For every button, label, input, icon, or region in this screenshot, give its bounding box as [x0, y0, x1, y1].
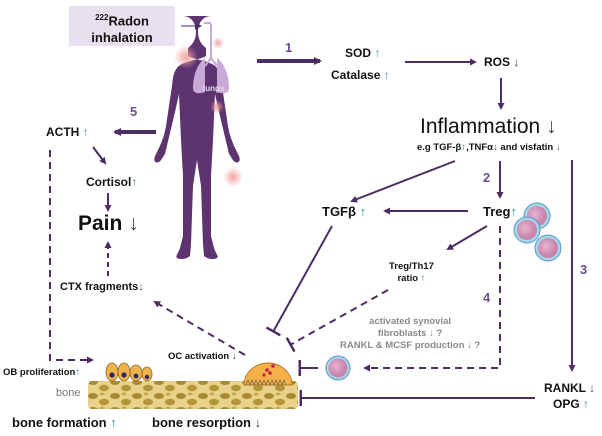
- arrow-oc-ctx: [153, 300, 246, 356]
- node-acth: ACTH ↑: [46, 125, 89, 139]
- node-sod: SOD ↑: [345, 46, 381, 60]
- osteoblast-cells: [105, 362, 153, 382]
- arrow-treg-th17: [446, 225, 488, 251]
- node-opg: OPG ↑: [553, 397, 590, 411]
- node-cortisol: Cortisol↑: [86, 175, 138, 189]
- inhibit-th17-oc: [285, 289, 389, 353]
- arrow-step-4: [363, 226, 501, 372]
- bone-tissue: [88, 381, 298, 409]
- osteoclast-cell: [243, 362, 293, 386]
- human-body-figure: [154, 16, 243, 260]
- radon-inhalation-label: inhalation: [91, 30, 153, 46]
- node-ob-proliferation: OB proliferation↑: [3, 367, 81, 378]
- inflammation-examples: e.g TGF-β↑,TNFα↓ and visfatin ↓: [417, 142, 561, 153]
- radon-label: Radon: [108, 13, 149, 29]
- node-oc-activation: OC activation ↓: [168, 351, 237, 362]
- label-bone-formation: bone formation ↑: [12, 415, 117, 430]
- step-3-label: 3: [580, 262, 588, 277]
- treg-cells: [513, 202, 562, 262]
- arrow-acth-ob: [49, 150, 94, 364]
- immune-cell: [325, 355, 351, 381]
- arrow-acth-cortisol: [92, 146, 107, 165]
- node-pain: Pain ↓: [78, 212, 139, 235]
- radon-isotope: 222: [95, 13, 109, 22]
- step-5-label: 5: [130, 104, 138, 119]
- radon-inhalation-box: 222Radon inhalation: [69, 6, 175, 46]
- node-catalase: Catalase ↑: [331, 68, 390, 82]
- step-4-label: 4: [483, 290, 491, 305]
- node-ros: ROS ↓: [484, 55, 520, 69]
- arrow-inflammation-tgfb: [350, 160, 456, 203]
- lungs-label: lungs: [203, 84, 225, 93]
- node-tgfb: TGFβ ↑: [322, 204, 367, 219]
- node-inflammation: Inflammation ↓: [420, 115, 557, 138]
- label-bone-resorption: bone resorption ↓: [152, 415, 262, 430]
- step-1-label: 1: [285, 40, 293, 55]
- step-2-label: 2: [483, 170, 491, 185]
- node-rankl: RANKL ↓: [544, 381, 596, 395]
- node-ctx-fragments: CTX fragments↓: [60, 281, 144, 293]
- node-treg: Treg↑: [483, 204, 517, 219]
- inhibit-tgfb-oc: [265, 225, 333, 337]
- lungs-shape: [193, 58, 229, 94]
- bone-label: bone: [56, 387, 81, 399]
